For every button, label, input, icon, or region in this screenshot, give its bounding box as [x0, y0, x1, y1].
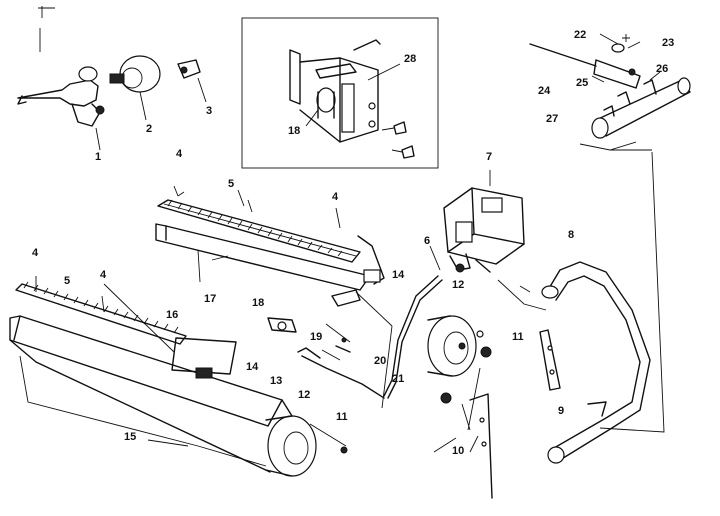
leader-11b	[309, 423, 347, 447]
callout-27: 27	[546, 113, 558, 125]
part-valve-handle	[17, 66, 105, 151]
callout-14a: 14	[392, 269, 405, 281]
callout-2: 2	[146, 123, 152, 135]
callout-6: 6	[424, 235, 430, 247]
callout-16: 16	[166, 309, 178, 321]
part-manifold-pipe	[469, 261, 651, 499]
callout-15: 15	[124, 431, 136, 443]
callout-4c: 4	[32, 247, 39, 259]
callout-8: 8	[568, 229, 574, 241]
callout-20: 20	[374, 355, 386, 367]
callout-11b: 11	[336, 411, 348, 423]
part-pressure-cap	[109, 55, 161, 121]
callout-18b: 18	[252, 297, 264, 309]
callout-28: 28	[404, 53, 416, 65]
part-fitting-3	[177, 59, 207, 103]
callout-4d: 4	[100, 269, 107, 281]
part-burner-cap-right	[427, 315, 492, 431]
part-gas-tubing	[301, 245, 443, 409]
part-thermocouple-bracket	[529, 33, 691, 151]
callout-24: 24	[538, 85, 551, 97]
callout-19: 19	[310, 331, 322, 343]
inset-pilot-assembly	[241, 17, 439, 169]
callout-5b: 5	[64, 275, 70, 287]
callout-23: 23	[662, 37, 674, 49]
callout-17: 17	[204, 293, 216, 305]
callout-5a: 5	[228, 178, 234, 190]
callout-12b: 12	[298, 389, 310, 401]
label-ticks	[147, 34, 630, 453]
callout-labels: 1 2 3 4 4 4 4 5 5 6 7 8 9 10 11 11 12 12…	[32, 29, 674, 457]
callout-12a: 12	[452, 279, 464, 291]
screw-11b	[340, 446, 348, 454]
callout-11a: 11	[512, 331, 524, 343]
part-gas-valve	[443, 170, 525, 273]
corner-mark	[38, 6, 55, 18]
part-lower-burner	[9, 276, 317, 477]
callout-18a: 18	[288, 125, 300, 137]
part-orifice-18-19-20	[267, 317, 351, 361]
callout-26: 26	[656, 63, 668, 75]
callout-3: 3	[206, 105, 212, 117]
callout-14b: 14	[246, 361, 259, 373]
wire-right-long	[599, 151, 665, 433]
callout-4b: 4	[332, 191, 339, 203]
callout-13: 13	[270, 375, 282, 387]
callout-22: 22	[574, 29, 586, 41]
callout-7: 7	[486, 151, 492, 163]
callout-21: 21	[392, 373, 404, 385]
callout-10: 10	[452, 445, 464, 457]
part-upper-burner	[155, 185, 385, 307]
callout-9: 9	[558, 405, 564, 417]
callout-4a: 4	[176, 148, 183, 160]
callout-1: 1	[95, 151, 101, 163]
callout-25: 25	[576, 77, 588, 89]
